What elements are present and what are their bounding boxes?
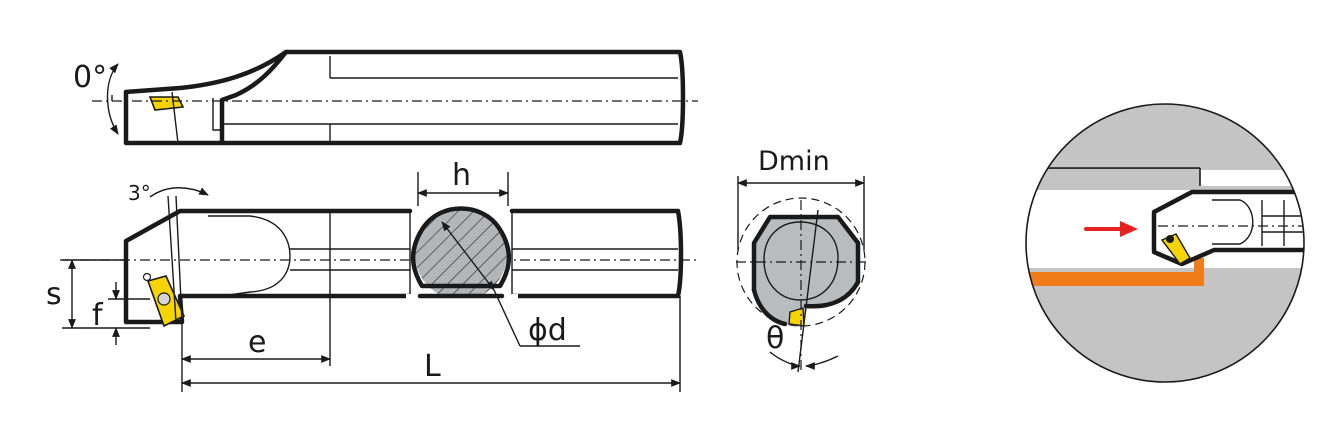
- top-view-insert: [148, 96, 185, 111]
- zero-angle-arc: [106, 63, 119, 135]
- insert-screw: [157, 292, 171, 306]
- dmin-label: Dmin: [758, 146, 830, 177]
- top-view-pocket: [212, 98, 222, 131]
- chip-path: [1030, 258, 1204, 286]
- theta-arc-right: [805, 355, 839, 370]
- s-label: s: [46, 277, 62, 312]
- theta-arc-left: [769, 351, 801, 370]
- top-angle-label: 0°: [73, 60, 107, 95]
- end-view-fill: [754, 217, 858, 327]
- zoom-bar-outline: [1151, 189, 1304, 267]
- h-label: h: [452, 158, 471, 193]
- e-label: e: [248, 325, 266, 360]
- d-dimension-line: [441, 221, 495, 291]
- d-leader: [493, 289, 521, 347]
- zoom-bar-channel: [1212, 199, 1254, 245]
- top-view-outline: [123, 49, 686, 146]
- insert-tip-point: [142, 272, 152, 282]
- end-view-outline-lower: [751, 287, 788, 327]
- end-view-outline: [751, 214, 861, 309]
- red-arrow-right-icon: [1120, 221, 1138, 237]
- side-angle-edge-line: [175, 195, 183, 323]
- front-view-outline-left: [123, 208, 413, 325]
- shank-section-outline: [410, 206, 512, 289]
- top-view: 0°: [73, 49, 698, 146]
- front-view-coolant-channel: [208, 215, 291, 297]
- side-angle-label: 3°: [128, 181, 151, 205]
- workpiece-lower: [1026, 268, 1304, 382]
- front-view: 3°: [60, 181, 698, 328]
- f-label: f: [92, 298, 104, 333]
- front-view-outline-right: [509, 208, 684, 299]
- top-view-head: [123, 49, 289, 95]
- zoom-frame: [1025, 103, 1305, 383]
- theta-ref-line: [797, 209, 819, 373]
- theta-label: θ: [766, 321, 784, 356]
- L-label: L: [424, 349, 441, 384]
- dimensions: s f e L: [46, 259, 681, 392]
- side-angle-ref-line: [167, 195, 177, 323]
- zoom-insert-screw: [1166, 235, 1174, 243]
- side-angle-arc: [149, 187, 209, 198]
- workpiece-top-band: [1026, 104, 1304, 168]
- shank-section: h ϕd: [406, 158, 580, 348]
- zoom-detail: [1025, 103, 1305, 383]
- end-view-bore: [763, 221, 839, 301]
- d-label: ϕd: [528, 313, 567, 348]
- end-view: Dmin θ: [736, 146, 870, 373]
- shank-section-flat-mask: [406, 294, 518, 304]
